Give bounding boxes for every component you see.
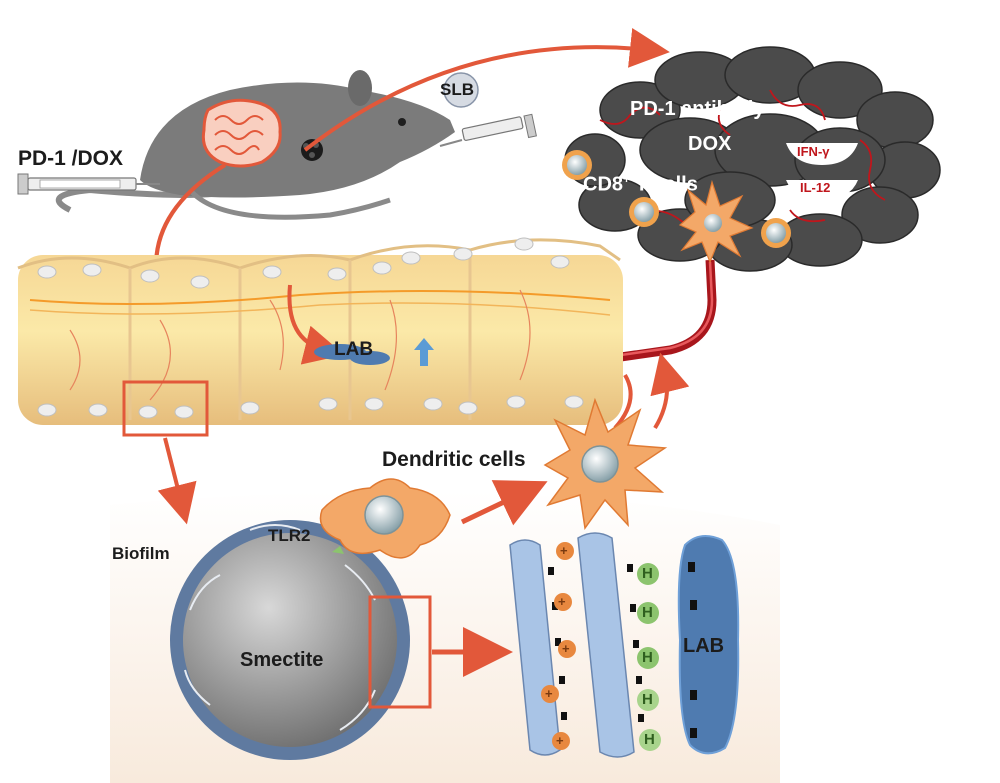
plus-sign: + <box>562 641 570 656</box>
slb-particle-icon <box>443 72 479 108</box>
smectite-label: Smectite <box>240 649 324 671</box>
biofilm-label: Biofilm <box>112 544 170 563</box>
lab-bacterium <box>677 535 740 755</box>
plus-sign: + <box>556 733 564 748</box>
hydrogen-symbol: H <box>642 604 653 621</box>
dendritic-cells-label: Dendritic cells <box>382 448 526 471</box>
hydrogen-symbol: H <box>644 731 655 748</box>
arrow-dc-to-vessel-2 <box>650 352 690 430</box>
lab-gut-label: LAB <box>334 339 374 360</box>
il12-label: IL-12 <box>800 180 831 195</box>
plus-sign: + <box>560 543 568 558</box>
dox-label: DOX <box>688 133 732 155</box>
plus-sign: + <box>558 594 566 609</box>
hydrogen-symbol: H <box>642 565 653 582</box>
arrow-gut-to-lab <box>287 284 345 365</box>
lab-cluster-icon <box>314 344 390 365</box>
dendritic-cell-large <box>543 397 668 530</box>
zoom-box-smectite <box>368 595 432 709</box>
tumor-mass <box>564 46 941 272</box>
zoom-box-gut <box>122 380 209 437</box>
smectite-particle <box>170 520 410 760</box>
arrow-to-tumor <box>303 28 670 152</box>
cd8-text: CD8 <box>583 173 624 196</box>
intestine-icon <box>201 98 282 168</box>
plus-sign: + <box>545 686 553 701</box>
tumor-dendritic-cell-icon <box>678 179 754 264</box>
cd8-t-cells-label: CD8+ T cells <box>583 173 698 195</box>
cytokine-badges <box>786 143 858 200</box>
slb-label: SLB <box>440 80 474 99</box>
cd8-superscript: + <box>623 172 631 186</box>
positive-ion-icons <box>541 542 576 750</box>
ifn-gamma-label: IFN-γ <box>797 144 830 159</box>
tlr2-receptor-icon <box>332 546 344 554</box>
syringe-right-icon <box>439 113 537 147</box>
dendritic-cell-small <box>319 478 451 559</box>
arrow-zoom-gut <box>157 437 197 525</box>
lab-layer-label: LAB <box>683 635 725 657</box>
arrow-dc-to-vessel-1 <box>613 373 633 430</box>
pd1-dox-label: PD-1 /DOX <box>18 147 124 170</box>
cd8-t-cell-icons <box>562 150 791 248</box>
hydrogen-symbol: H <box>642 691 653 708</box>
tlr2-label: TLR2 <box>268 526 311 545</box>
arrow-dc-small-to-large <box>460 480 548 526</box>
pd1-antibody-label: PD-1 antibody <box>630 98 765 120</box>
t-cells-text: T cells <box>630 173 698 196</box>
hydrogen-symbol: H <box>642 649 653 666</box>
intestinal-tissue <box>17 237 623 425</box>
hydrogen-icons <box>637 563 661 751</box>
up-arrow-icon <box>414 338 434 366</box>
syringe-left-icon <box>17 173 160 195</box>
